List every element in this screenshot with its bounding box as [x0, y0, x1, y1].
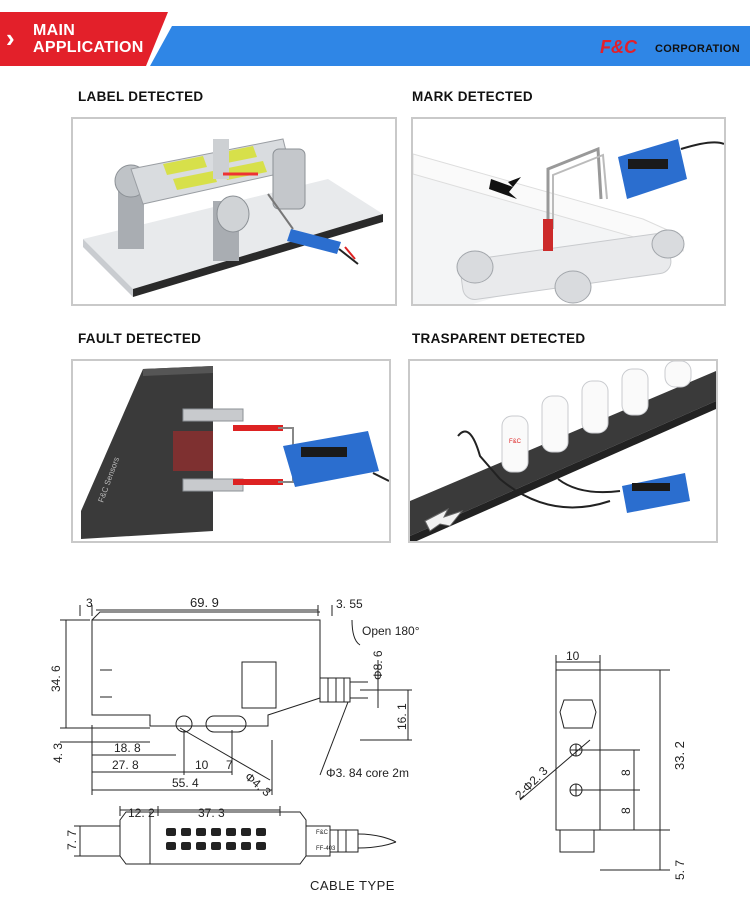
front-dim-10: 10 [566, 649, 580, 663]
fault-detected-illustration: F&C Sensors [71, 359, 391, 543]
front-dim-5-7: 5. 7 [673, 860, 687, 880]
front-dim-33-2: 33. 2 [672, 741, 687, 770]
front-dim-8b: 8 [619, 807, 633, 814]
top-label-model: FF-403 [316, 846, 336, 852]
mark-detected-illustration [411, 117, 726, 306]
dim-16-1: 16. 1 [395, 703, 409, 730]
transparent-detected-illustration: F&C [408, 359, 718, 543]
section-label-detected: LABEL DETECTED [78, 89, 204, 104]
dim-10: 10 [195, 758, 209, 772]
section-mark-detected: MARK DETECTED [412, 89, 533, 104]
dim-18-8: 18. 8 [114, 741, 141, 755]
header-blue-band [150, 26, 750, 66]
front-dim-2-phi-2-3: 2-Φ2. 3 [512, 764, 551, 803]
dim-27-8: 27. 8 [112, 758, 139, 772]
dim-34-6: 34. 6 [49, 665, 63, 692]
dim-55-4: 55. 4 [172, 776, 199, 790]
brand-logo: F&C [600, 37, 637, 57]
dim-3: 3 [86, 596, 93, 610]
dim-phi-8-6: Φ8. 6 [371, 650, 385, 680]
dimension-drawings: 3 69. 9 3. 55 Open 180° 34. 6 Φ8. 6 16. … [49, 595, 687, 893]
front-dim-8a: 8 [619, 769, 633, 776]
dim-3-55: 3. 55 [336, 597, 363, 611]
dim-7-7: 7. 7 [65, 830, 79, 850]
dim-phi-4-3: Φ4. 3 [242, 770, 274, 800]
dim-12-2: 12. 2 [128, 806, 155, 820]
cable-spec: Φ3. 84 core 2m [326, 766, 409, 780]
bottle-label: F&C [509, 439, 522, 445]
section-transparent-detected: TRASPARENT DETECTED [412, 331, 586, 346]
header-banner: › MAIN APPLICATION F&C CORPORATION [0, 0, 750, 68]
label-detected-illustration [71, 117, 397, 306]
title-line-2: APPLICATION [33, 39, 144, 56]
dim-4-3: 4. 3 [51, 743, 65, 763]
dim-69-9: 69. 9 [190, 595, 219, 610]
dim-7: 7 [226, 758, 233, 772]
open-angle-label: Open 180° [362, 624, 420, 638]
header-red-band [0, 12, 168, 66]
cable-type-caption: CABLE TYPE [310, 878, 395, 893]
brand-corporation: CORPORATION [655, 43, 740, 55]
top-label-brand: F&C [316, 830, 329, 836]
section-fault-detected: FAULT DETECTED [78, 331, 202, 346]
title-line-1: MAIN [33, 22, 76, 39]
chevron-right-icon: › [6, 23, 15, 53]
page-title: MAIN APPLICATION [33, 22, 144, 56]
keypad-grid [166, 828, 266, 850]
dim-37-3: 37. 3 [198, 806, 225, 820]
